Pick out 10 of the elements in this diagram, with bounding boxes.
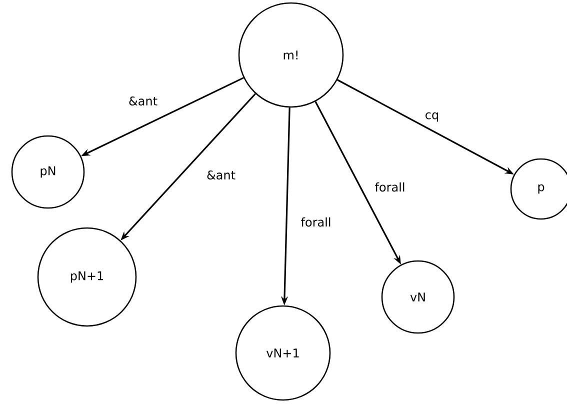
- edge-label: &ant: [128, 95, 159, 107]
- circle-node: pN+1: [37, 227, 137, 327]
- edge-label: &ant: [206, 169, 237, 181]
- circle-node: vN: [381, 260, 455, 334]
- edge-label: cq: [424, 111, 440, 123]
- edge-label: forall: [300, 216, 332, 228]
- circle-node: m!: [238, 2, 344, 108]
- circle-node: vN+1: [235, 305, 331, 401]
- circle-node: pN: [11, 135, 85, 209]
- edge-label: forall: [374, 181, 406, 193]
